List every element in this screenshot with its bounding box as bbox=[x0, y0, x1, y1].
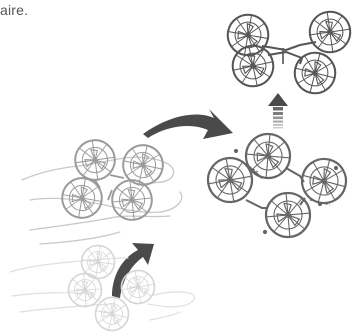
expanded-drone-icon bbox=[205, 132, 351, 239]
folded-drone-in-hand-icon bbox=[10, 243, 194, 333]
drone-in-hand-icon bbox=[22, 138, 182, 244]
curved-arrow-icon bbox=[143, 109, 233, 139]
lift-arrow-icon bbox=[268, 93, 288, 128]
assembled-drone-icon bbox=[225, 9, 353, 97]
